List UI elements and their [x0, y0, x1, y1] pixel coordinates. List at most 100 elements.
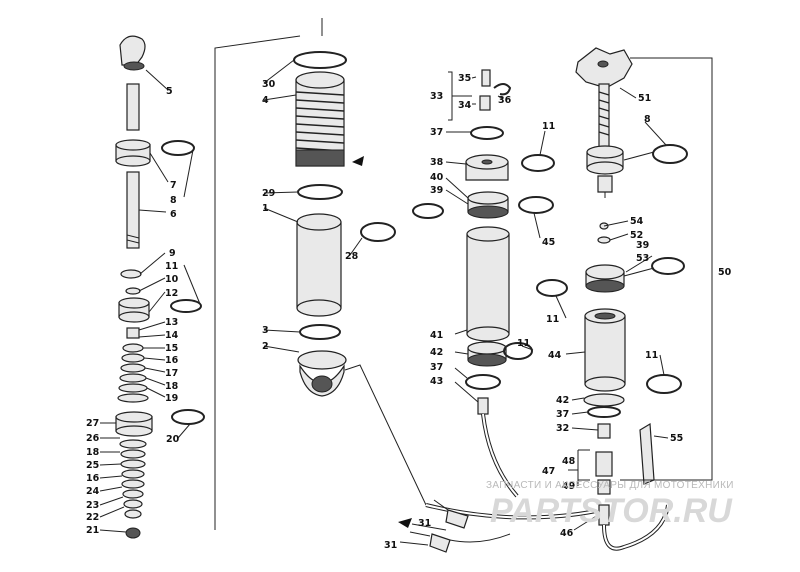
- label-39: 39: [430, 185, 443, 196]
- ring-37-right: [587, 406, 621, 418]
- column-1-parts: [99, 35, 301, 539]
- label-3: 3: [262, 325, 269, 336]
- label-36: 36: [498, 95, 512, 106]
- ring-11-mid: [503, 342, 533, 360]
- label-9: 9: [169, 248, 176, 259]
- label-37c: 37: [556, 409, 569, 420]
- label-11-mid: 11: [517, 338, 530, 349]
- tube-41: [466, 233, 510, 335]
- label-18: 18: [165, 381, 179, 392]
- column-3-parts: [412, 69, 555, 498]
- ring-3: [299, 324, 341, 340]
- label-37b: 37: [430, 362, 443, 373]
- label-5: 5: [166, 86, 173, 97]
- hose-fittings-31: [398, 499, 597, 553]
- ring-29: [297, 184, 343, 200]
- ring-11-top: [521, 154, 555, 172]
- label-42b: 42: [556, 395, 569, 406]
- ring-8-right: [652, 144, 688, 164]
- label-21: 21: [86, 525, 99, 536]
- label-20: 20: [166, 434, 180, 445]
- label-7: 7: [170, 180, 177, 191]
- label-17: 17: [165, 368, 178, 379]
- label-12: 12: [165, 288, 178, 299]
- watermark-brand: PARTSTOR.RU: [490, 492, 733, 530]
- label-54: 54: [630, 216, 644, 227]
- label-34: 34: [458, 100, 472, 111]
- label-50: 50: [718, 267, 732, 278]
- label-6: 6: [170, 209, 177, 220]
- tube-1: [296, 221, 342, 309]
- threads: [295, 91, 345, 152]
- label-33: 33: [430, 91, 443, 102]
- label-4: 4: [262, 95, 269, 106]
- ring-11-right: [646, 374, 682, 394]
- label-43: 43: [430, 376, 443, 387]
- label-53: 53: [636, 253, 649, 264]
- label-11d: 11: [546, 314, 559, 325]
- piston-42-right: [583, 393, 625, 407]
- ring-28: [360, 222, 396, 242]
- ring-39-right: [651, 257, 685, 275]
- washer-52: [597, 236, 611, 244]
- tube-44: [584, 315, 626, 385]
- label-18b: 18: [86, 447, 100, 458]
- end-cap-2: [297, 350, 347, 370]
- label-2: 2: [262, 341, 269, 352]
- label-37: 37: [430, 127, 443, 138]
- column-4-parts: [536, 47, 713, 551]
- shim-stack-lower: [119, 439, 147, 519]
- ring-30: [293, 51, 347, 69]
- label-48: 48: [562, 456, 576, 467]
- ring-37: [470, 126, 504, 140]
- column-2-parts: [263, 18, 427, 506]
- label-44: 44: [548, 350, 562, 361]
- label-13: 13: [165, 317, 178, 328]
- label-55: 55: [670, 433, 683, 444]
- washer-10: [125, 287, 141, 295]
- label-28: 28: [345, 251, 359, 262]
- label-1: 1: [262, 203, 269, 214]
- fitting-49: [597, 479, 611, 495]
- label-49: 49: [562, 481, 575, 492]
- label-38: 38: [430, 157, 444, 168]
- rod-upper: [126, 83, 140, 131]
- label-31a: 31: [418, 518, 431, 529]
- callout-labels: 5 7 8 6 9 11 10 12 13 14 15 16 17 18 19 …: [86, 73, 732, 551]
- label-32: 32: [556, 423, 569, 434]
- label-39b: 39: [636, 240, 649, 251]
- ring-11: [170, 299, 202, 313]
- label-27: 27: [86, 418, 99, 429]
- label-14: 14: [165, 330, 179, 341]
- label-8b: 8: [644, 114, 651, 125]
- valve-35: [481, 69, 491, 87]
- elbow-fitting-5: [119, 35, 146, 66]
- label-22: 22: [86, 512, 99, 523]
- fitting-32: [597, 423, 611, 439]
- label-30: 30: [262, 79, 276, 90]
- clip-36: [493, 83, 512, 96]
- label-16: 16: [165, 355, 179, 366]
- ring-39: [412, 203, 444, 219]
- label-26: 26: [86, 433, 100, 444]
- label-25: 25: [86, 460, 99, 471]
- label-42: 42: [430, 347, 443, 358]
- label-24: 24: [86, 486, 100, 497]
- label-15: 15: [165, 343, 178, 354]
- label-46: 46: [560, 528, 574, 539]
- label-10: 10: [165, 274, 179, 285]
- arrow-marker: [352, 156, 364, 166]
- label-47: 47: [542, 466, 555, 477]
- label-11-top: 11: [542, 121, 555, 132]
- valve-34: [479, 95, 491, 111]
- watermark-caption: ЗАПЧАСТИ И АКСЕССУАРЫ ДЛЯ МОТОТЕХНИКИ: [486, 480, 734, 491]
- label-29: 29: [262, 188, 275, 199]
- label-19: 19: [165, 393, 178, 404]
- label-11: 11: [165, 261, 178, 272]
- ring-11-left: [536, 279, 568, 297]
- label-23: 23: [86, 500, 99, 511]
- fitting-48: [595, 451, 613, 477]
- label-16b: 16: [86, 473, 100, 484]
- label-8: 8: [170, 195, 177, 206]
